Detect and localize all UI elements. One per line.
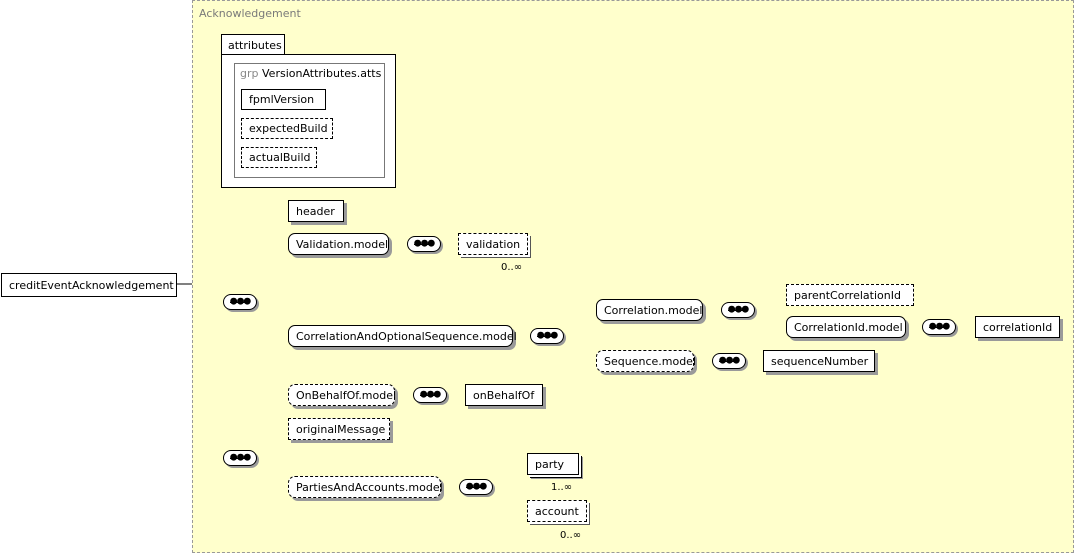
parties-accounts-model-label: PartiesAndAccounts.model — [296, 480, 443, 494]
account-occurrence: 0..∞ — [560, 530, 582, 541]
attr-actualbuild[interactable]: actualBuild — [241, 147, 317, 168]
sequence-compositor-1[interactable]: ●●● — [223, 294, 257, 310]
correlation-model-label: Correlation.model — [604, 303, 703, 317]
group-name: VersionAttributes.atts — [262, 67, 382, 80]
region-label: Acknowledgement — [199, 7, 301, 20]
attr-fpmlversion-label: fpmlVersion — [249, 93, 315, 106]
party-occurrence: 1..∞ — [551, 482, 573, 493]
compositor-bar — [414, 244, 434, 245]
original-message-label: originalMessage — [296, 422, 386, 436]
correlation-id-model-label: CorrelationId.model — [794, 320, 903, 334]
compositor-bar — [537, 336, 557, 337]
correlation-sequence[interactable]: ●●● — [721, 302, 755, 318]
attribute-group-label: grp VersionAttributes.atts — [240, 67, 381, 80]
sequence-dots-icon: ●●● — [727, 304, 750, 315]
sequence-dots-icon: ●●● — [419, 389, 442, 400]
sequence-model-compositor[interactable]: ●●● — [712, 353, 746, 369]
correlation-id-sequence[interactable]: ●●● — [922, 319, 956, 335]
parties-accounts-model-group[interactable]: PartiesAndAccounts.model — [288, 476, 443, 498]
sequence-dots-icon: ●●● — [413, 238, 436, 249]
sequence-compositor-2[interactable]: ●●● — [223, 450, 257, 466]
sequence-dots-icon: ●●● — [718, 355, 741, 366]
sequence-model-group[interactable]: Sequence.model — [596, 350, 697, 372]
correlation-id-model-group[interactable]: CorrelationId.model — [786, 316, 906, 338]
correlation-optional-sequence-label: CorrelationAndOptionalSequence.model — [296, 329, 517, 343]
parent-correlation-id-label: parentCorrelationId — [794, 288, 901, 302]
corr-opt-sequence-compositor[interactable]: ●●● — [530, 328, 564, 344]
correlation-optional-sequence-group[interactable]: CorrelationAndOptionalSequence.model — [288, 325, 517, 347]
on-behalf-of-model-label: OnBehalfOf.model — [296, 388, 397, 402]
correlation-id-element[interactable]: correlationId — [975, 316, 1060, 338]
on-behalf-of-label: onBehalfOf — [473, 388, 535, 402]
attr-fpmlversion[interactable]: fpmlVersion — [241, 89, 326, 110]
group-keyword: grp — [240, 67, 259, 80]
parent-correlation-id-element[interactable]: parentCorrelationId — [786, 284, 914, 306]
on-behalf-of-sequence[interactable]: ●●● — [413, 387, 447, 403]
validation-element[interactable]: validation — [458, 233, 528, 255]
validation-sequence[interactable]: ●●● — [407, 236, 441, 252]
attr-expectedbuild-label: expectedBuild — [249, 122, 328, 135]
correlation-model-group[interactable]: Correlation.model — [596, 299, 703, 321]
validation-label: validation — [466, 237, 521, 251]
compositor-bar — [230, 458, 250, 459]
original-message-element[interactable]: originalMessage — [288, 418, 390, 440]
compositor-bar — [929, 327, 949, 328]
sequence-dots-icon: ●●● — [536, 330, 559, 341]
sequence-number-label: sequenceNumber — [771, 354, 869, 368]
attr-actualbuild-label: actualBuild — [249, 151, 311, 164]
attr-expectedbuild[interactable]: expectedBuild — [241, 118, 333, 139]
parties-accounts-sequence[interactable]: ●●● — [459, 479, 493, 495]
sequence-number-element[interactable]: sequenceNumber — [763, 350, 875, 372]
validation-occurrence: 0..∞ — [501, 262, 523, 273]
header-element[interactable]: header — [288, 200, 344, 222]
party-label: party — [535, 457, 565, 471]
validation-model-label: Validation.model — [296, 237, 389, 251]
compositor-bar — [728, 310, 748, 311]
sequence-dots-icon: ●●● — [229, 296, 252, 307]
on-behalf-of-element[interactable]: onBehalfOf — [465, 384, 543, 406]
sequence-model-label: Sequence.model — [604, 354, 697, 368]
account-label: account — [535, 504, 579, 518]
root-element[interactable]: creditEventAcknowledgement — [1, 273, 177, 297]
on-behalf-of-model-group[interactable]: OnBehalfOf.model — [288, 384, 397, 406]
attributes-tab: attributes — [221, 34, 285, 55]
party-element[interactable]: party — [527, 453, 579, 475]
compositor-bar — [466, 487, 486, 488]
header-label: header — [296, 204, 335, 218]
correlation-id-label: correlationId — [983, 320, 1053, 334]
sequence-dots-icon: ●●● — [465, 481, 488, 492]
attributes-tab-label: attributes — [228, 39, 282, 52]
compositor-bar — [420, 395, 440, 396]
sequence-dots-icon: ●●● — [928, 321, 951, 332]
account-element[interactable]: account — [527, 500, 587, 522]
sequence-dots-icon: ●●● — [229, 452, 252, 463]
root-element-label: creditEventAcknowledgement — [9, 278, 174, 292]
compositor-bar — [719, 361, 739, 362]
compositor-bar — [230, 302, 250, 303]
validation-model-group[interactable]: Validation.model — [288, 233, 389, 255]
acknowledgement-type-region — [192, 0, 1074, 553]
